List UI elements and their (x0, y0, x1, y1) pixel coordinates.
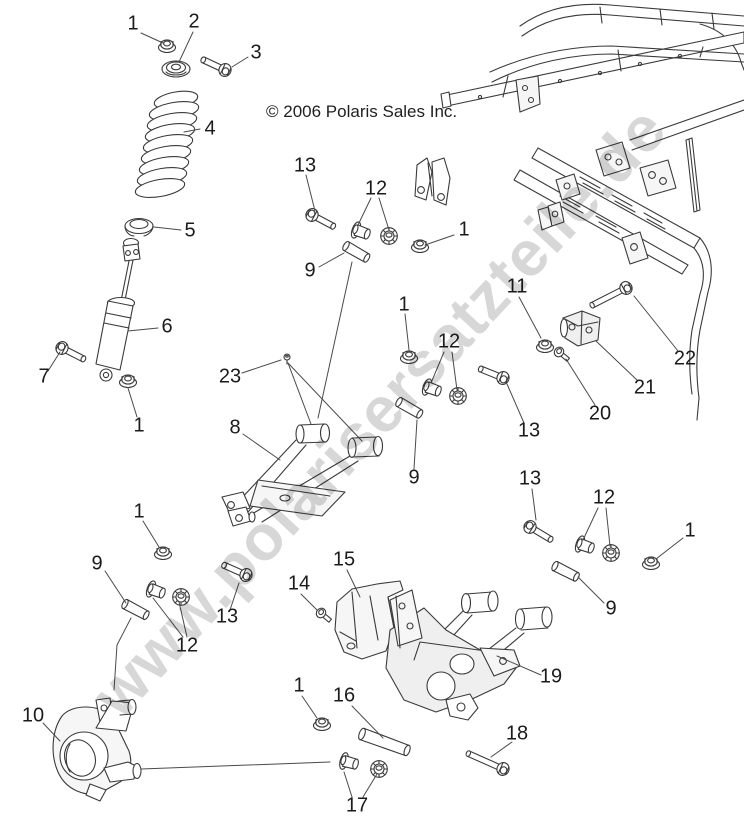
leader-line-23 (287, 362, 363, 442)
grease-fitting-drawing (283, 353, 291, 365)
leader-line-20 (565, 358, 596, 406)
leader-line-12 (152, 597, 184, 638)
leader-line-9 (113, 617, 132, 691)
bushing-drawing (370, 760, 388, 778)
rear-control-arm-drawing (385, 589, 553, 721)
bolt-drawing (53, 338, 89, 367)
flange-nut-drawing (410, 239, 430, 254)
shock-mount-bracket-drawing (559, 310, 601, 347)
bushing-drawing (172, 588, 190, 606)
leader-line-8 (242, 433, 281, 461)
spacer-tube-drawing (393, 395, 425, 420)
leader-line-12 (605, 507, 611, 547)
bolt-drawing (463, 746, 512, 778)
leader-line-23 (241, 359, 282, 374)
bushing-drawing (602, 544, 620, 562)
spring-seat-drawing (124, 217, 154, 237)
leader-line-1 (404, 313, 410, 351)
coil-spring-drawing (134, 90, 200, 198)
leader-line-1 (424, 234, 455, 246)
frame-assembly-drawing (414, 3, 744, 421)
leader-line-23 (287, 362, 312, 425)
leader-line-13 (229, 582, 240, 611)
leader-line-2 (178, 31, 194, 63)
leader-line-16 (351, 705, 384, 739)
spring-retainer-washer-drawing (161, 60, 191, 78)
flange-nut-drawing (118, 374, 138, 389)
bushing-drawing (337, 751, 361, 774)
leader-line-12 (378, 197, 390, 231)
leader-line-17 (343, 771, 353, 798)
bolt-drawing (313, 605, 334, 626)
leader-line-1 (655, 537, 684, 560)
leader-line-15 (346, 569, 361, 598)
bushing-drawing (572, 534, 598, 558)
leader-line-12 (582, 507, 599, 541)
flange-nut-drawing (153, 546, 173, 561)
leader-line-13 (531, 488, 537, 521)
leader-line-1 (127, 387, 138, 418)
copyright-text: © 2006 Polaris Sales Inc. (266, 102, 458, 121)
leader-line-1 (301, 695, 318, 719)
bolt-drawing (303, 205, 339, 234)
leader-line-1 (142, 520, 160, 548)
spacer-tube-drawing (356, 726, 413, 758)
leader-line-10 (42, 722, 61, 742)
bolt-drawing (520, 517, 557, 547)
bushing-drawing (143, 579, 169, 603)
leader-line-12 (357, 197, 372, 226)
bolt-drawing (586, 278, 635, 313)
leader-line-1 (140, 32, 164, 44)
leader-line-6 (127, 327, 159, 332)
leader-line-12 (430, 351, 445, 384)
leader-line-7 (47, 351, 61, 372)
bolt-drawing (475, 361, 512, 387)
bolt-drawing (197, 52, 234, 79)
leader-lines (42, 31, 684, 798)
leader-line-12 (178, 601, 188, 638)
a-arm-drawing (221, 423, 384, 527)
leader-line-13 (506, 383, 525, 424)
leader-line-12 (451, 351, 458, 391)
flange-nut-drawing (312, 717, 332, 732)
bushing-drawing (449, 387, 467, 405)
bolt-drawing (551, 344, 572, 365)
leader-line-9 (577, 576, 605, 604)
leader-line-13 (305, 174, 316, 212)
bolt-drawing (218, 557, 255, 584)
leader-line-9 (317, 261, 353, 419)
spacer-tube-drawing (340, 239, 372, 264)
flange-nut-drawing (399, 350, 419, 365)
leader-line-14 (300, 593, 318, 611)
leader-line-9 (413, 419, 418, 470)
leader-line-17 (140, 761, 331, 770)
leader-line-21 (595, 340, 638, 381)
flange-nut-drawing (535, 339, 555, 354)
leader-line-3 (231, 56, 249, 68)
leader-line-22 (633, 295, 679, 352)
leader-line-19 (496, 655, 542, 676)
leader-line-5 (153, 226, 182, 231)
leader-line-17 (362, 773, 378, 798)
spacer-tube-drawing (550, 559, 582, 583)
leader-line-18 (490, 741, 513, 758)
bushing-drawing (348, 220, 374, 244)
leader-line-9 (104, 570, 127, 604)
leader-line-11 (518, 296, 542, 339)
shock-absorber-drawing (95, 237, 141, 382)
guard-shield-drawing (334, 580, 404, 660)
knuckle-drawing (52, 697, 142, 802)
leader-line-9 (318, 252, 345, 268)
leader-line-4 (183, 128, 201, 133)
